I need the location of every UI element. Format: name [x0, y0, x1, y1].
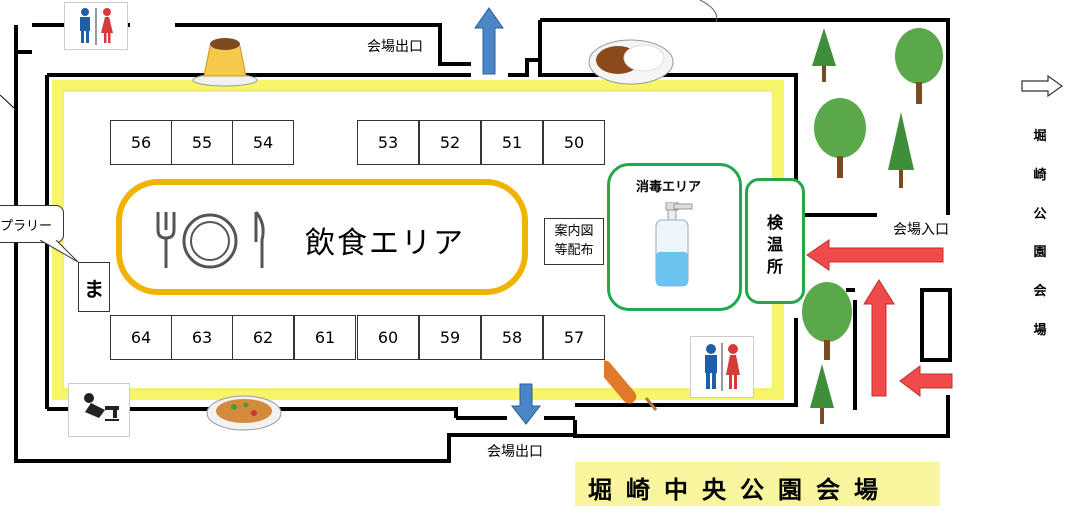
- park-label-3: 公: [1033, 207, 1047, 222]
- tree-icon: [802, 282, 852, 360]
- exit-bottom-label: 会場出口: [487, 444, 543, 460]
- stamp-rally-bubble[interactable]: [0, 205, 64, 243]
- tree-icon: [812, 28, 836, 82]
- handwashing-icon-box[interactable]: [68, 383, 130, 437]
- venue-title-banner: [575, 462, 940, 506]
- info-board-line2: 等配布: [554, 243, 594, 258]
- entry-arrow-left: [806, 239, 944, 271]
- tree-icon: [895, 28, 943, 104]
- temperature-check-label-2: 温: [766, 235, 783, 254]
- ma-booth[interactable]: ま: [78, 262, 110, 312]
- temperature-check-label-3: 所: [766, 257, 783, 276]
- exit-arrow-up: [474, 7, 504, 75]
- restroom-icon-top[interactable]: [64, 2, 128, 50]
- ma-label: ま: [84, 276, 104, 301]
- info-board-line1: 案内図: [554, 224, 594, 239]
- restroom-icon-bottom[interactable]: [690, 336, 754, 398]
- booth-60[interactable]: 60: [357, 315, 419, 360]
- booth-50[interactable]: 50: [543, 120, 605, 165]
- booth-57[interactable]: 57: [543, 315, 605, 360]
- booth-59[interactable]: 59: [419, 315, 481, 360]
- park-direction-arrow: [1021, 74, 1064, 98]
- park-label-6: 場: [1033, 323, 1047, 338]
- booth-64[interactable]: 64: [110, 315, 172, 360]
- exit-top-label: 会場出口: [367, 39, 423, 55]
- booth-62[interactable]: 62: [232, 315, 294, 360]
- booth-51[interactable]: 51: [481, 120, 543, 165]
- booth-55[interactable]: 55: [171, 120, 233, 165]
- booth-58[interactable]: 58: [481, 315, 543, 360]
- booth-56[interactable]: 56: [110, 120, 172, 165]
- info-board[interactable]: 案内図 等配布: [544, 218, 604, 265]
- stamp-rally-bubble-tail: [40, 240, 79, 263]
- stamp-rally-label: プラリー: [0, 219, 53, 234]
- dining-area-label: 飲食エリア: [305, 226, 465, 261]
- booth-63[interactable]: 63: [171, 315, 233, 360]
- park-label-5: 会: [1033, 284, 1047, 299]
- handwashing-icon: [84, 393, 119, 421]
- booth-54[interactable]: 54: [232, 120, 294, 165]
- tree-icon: [814, 98, 866, 178]
- cutlery-icon: [156, 211, 265, 269]
- park-label-4: 園: [1033, 245, 1047, 260]
- yakisoba-icon: [206, 395, 282, 431]
- entry-arrow-up: [863, 279, 895, 397]
- entrance-label: 会場入口: [893, 222, 949, 238]
- entry-arrow-left-small: [899, 365, 953, 397]
- temperature-check-station[interactable]: [745, 178, 805, 304]
- booth-61[interactable]: 61: [294, 315, 356, 360]
- restroom-figures-icon: [80, 8, 113, 45]
- pudding-icon: [192, 38, 258, 87]
- park-label-2: 崎: [1033, 168, 1047, 183]
- temperature-check-label-1: 検: [766, 213, 783, 232]
- booth-52[interactable]: 52: [419, 120, 481, 165]
- restroom-figures-icon: [705, 343, 740, 391]
- disinfect-area-label: 消毒エリア: [636, 180, 702, 195]
- curry-rice-icon: [588, 39, 674, 85]
- tree-icon: [888, 112, 914, 188]
- sanitizer-bottle-icon: [655, 202, 693, 287]
- park-label-1: 堀: [1033, 129, 1047, 144]
- booth-53[interactable]: 53: [357, 120, 419, 165]
- corn-dog-icon: [604, 360, 658, 411]
- venue-title: 堀崎中央公園会場: [588, 476, 892, 504]
- tree-icon: [810, 364, 834, 424]
- exit-arrow-down: [510, 383, 542, 425]
